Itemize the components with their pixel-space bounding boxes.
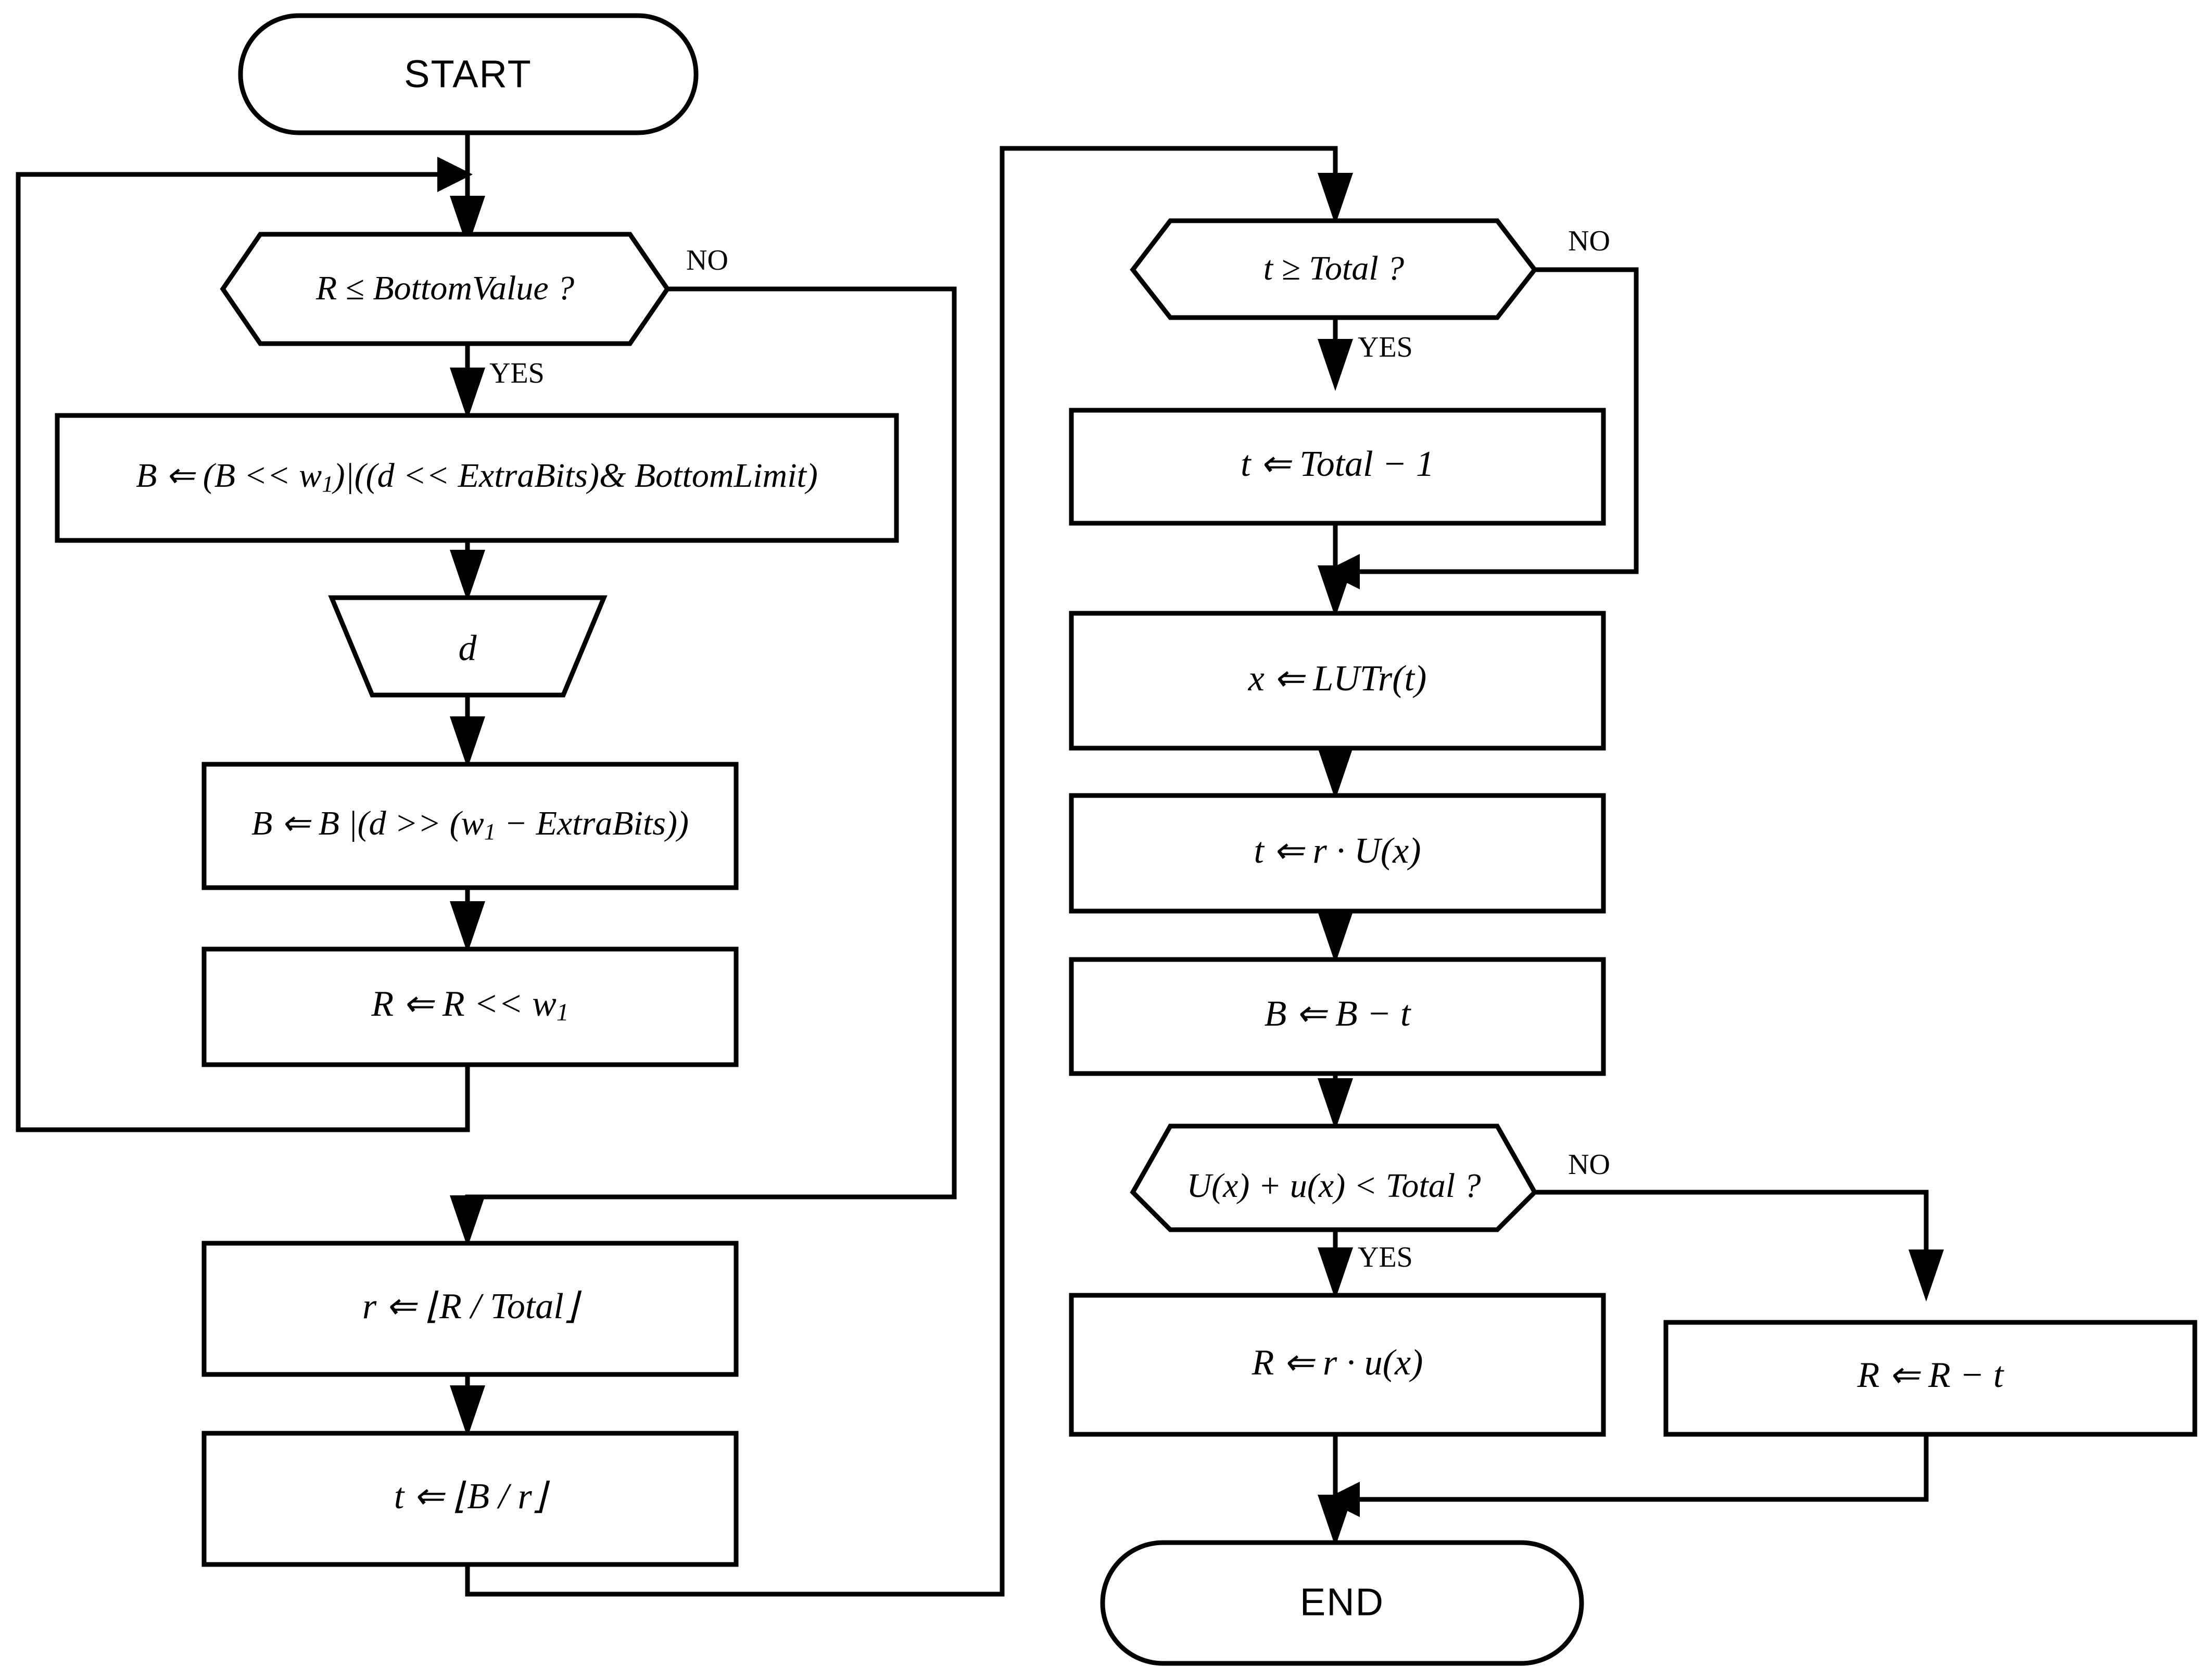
node-proc-t-clamp[interactable]: t ⇐ Total − 1 [1069,408,1606,526]
dec-uu-hexagon [1130,1123,1538,1232]
proc-r-shift-box [201,946,739,1067]
proc-x-lut-box [1069,611,1606,751]
edge-tdiv-to-dec-total [465,146,1338,1597]
proc-b-shift-label: B ⇐ (B << w1)|((d << ExtraBits)& BottomL… [136,457,818,497]
node-proc-t-ru[interactable]: t ⇐ r · U(x) [1069,793,1606,914]
end-terminator-shape [1100,1540,1584,1666]
proc-r-ru-label: R ⇐ r · u(x) [1252,1343,1423,1383]
io-d-label: d [459,628,477,668]
arrowhead-tclamp-xlut [1318,565,1353,617]
dec-uu-label: U(x) + u(x) < Total ? [1186,1167,1481,1205]
edge-label-no-total: NO [1568,225,1610,257]
arrowhead-tdiv-dectotal [1318,173,1353,225]
proc-r-sub-label: R ⇐ R − t [1857,1355,2004,1395]
dec-bottom-label: R ≤ BottomValue ? [315,269,574,307]
proc-t-ru-label: t ⇐ r · U(x) [1254,831,1421,871]
proc-r-shift-label: R ⇐ R << w1 [371,984,568,1026]
proc-x-lut-label: x ⇐ LUTr(t) [1248,659,1427,699]
arrowhead-dec-yes [450,368,485,420]
end-label: END [1300,1581,1384,1624]
start-terminator-shape [238,13,699,135]
edge-rsub-to-end [1360,1434,1929,1502]
node-io-d[interactable]: d [328,595,608,698]
edge-dec-uu-no [1535,1190,1929,1283]
edge-dec-total-no [1360,267,1639,574]
arrowhead-decuu-no [1908,1249,1944,1302]
proc-b-or-box [201,762,739,890]
arrowhead-decuu-yes [1318,1247,1353,1299]
proc-b-sub-box [1069,957,1606,1076]
node-proc-t-div[interactable]: t ⇐ ⌊B / r⌋ [201,1431,739,1567]
node-dec-bottom-value[interactable]: R ≤ BottomValue ? [220,232,671,346]
io-d-trapezoid [328,595,608,698]
edge-label-yes-bottom: YES [489,357,545,389]
proc-t-div-box [201,1431,739,1567]
proc-t-div-label: t ⇐ ⌊B / r⌋ [394,1476,550,1517]
proc-r-div-box [201,1241,739,1377]
node-proc-x-lut[interactable]: x ⇐ LUTr(t) [1069,611,1606,751]
proc-b-sub-label: B ⇐ B − t [1265,994,1411,1034]
arrowhead-rdiv-tdiv [450,1385,485,1437]
arrowhead-d-bor [450,716,485,768]
node-end[interactable]: END [1100,1540,1584,1666]
node-proc-b-shift[interactable]: B ⇐ (B << w1)|((d << ExtraBits)& BottomL… [55,413,899,543]
proc-r-ru-box [1069,1293,1606,1437]
edge-label-yes-uu: YES [1358,1241,1413,1273]
proc-b-or-label: B ⇐ B |(d >> (w1 − ExtraBits)) [251,804,689,844]
proc-r-div-label: r ⇐ ⌊R / Total⌋ [362,1286,582,1327]
node-dec-total[interactable]: t ≥ Total ? [1130,218,1538,320]
node-proc-b-sub[interactable]: B ⇐ B − t [1069,957,1606,1076]
arrowhead-bshift-d [450,550,485,602]
arrowhead-loopback [437,157,473,192]
proc-b-shift-box [55,413,899,543]
edge-label-yes-total: YES [1358,331,1413,363]
node-start[interactable]: START [238,13,699,135]
node-proc-r-ru[interactable]: R ⇐ r · u(x) [1069,1293,1606,1437]
arrowhead-bor-rshift [450,901,485,953]
node-proc-r-sub[interactable]: R ⇐ R − t [1663,1320,2197,1437]
proc-t-clamp-box [1069,408,1606,526]
arrowhead-dectotal-yes [1318,339,1353,391]
node-proc-r-shift[interactable]: R ⇐ R << w1 [201,946,739,1067]
node-dec-uu[interactable]: U(x) + u(x) < Total ? [1130,1123,1538,1232]
arrowhead-tru-bsub [1318,912,1353,964]
edge-label-no-bottom: NO [686,244,728,276]
start-label: START [404,53,532,96]
arrowhead-bsub-decuu [1318,1078,1353,1130]
arrowhead-xlut-tru [1318,748,1353,800]
proc-r-sub-box [1663,1320,2197,1437]
arrowhead-dec-no [450,1195,485,1247]
dec-total-label: t ≥ Total ? [1263,249,1404,287]
proc-t-clamp-label: t ⇐ Total − 1 [1241,444,1434,484]
dec-bottom-hexagon [220,232,671,346]
edge-label-no-uu: NO [1568,1148,1610,1181]
edge-loopback-to-dec-bottom [16,172,470,1132]
proc-t-ru-box [1069,793,1606,914]
node-proc-b-or[interactable]: B ⇐ B |(d >> (w1 − ExtraBits)) [201,762,739,890]
node-proc-r-div[interactable]: r ⇐ ⌊R / Total⌋ [201,1241,739,1377]
arrowhead-rsub-end [1324,1482,1360,1517]
dec-total-hexagon [1130,218,1538,320]
